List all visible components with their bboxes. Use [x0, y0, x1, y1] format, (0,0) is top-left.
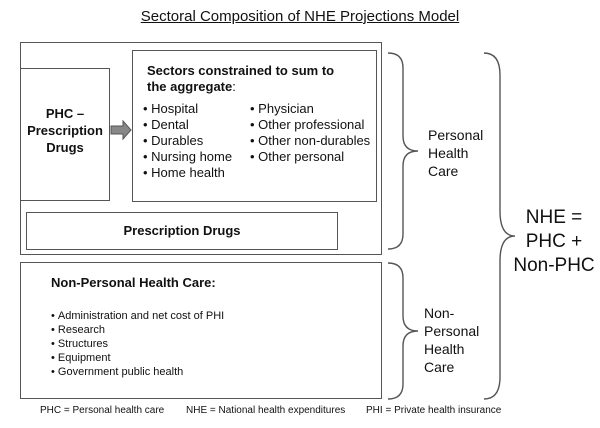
nhe-equation-label: NHE = PHC + Non-PHC: [512, 206, 596, 278]
phc-prescription-drugs-label: PHC – Prescription Drugs: [21, 105, 109, 156]
phc-rx-line-1: PHC –: [45, 106, 85, 121]
list-item: Government public health: [51, 365, 224, 379]
constrained-sectors-box: Sectors constrained to sum to the aggreg…: [132, 50, 377, 202]
personal-label-line-2: Health: [428, 145, 469, 161]
list-item: Hospital: [143, 101, 232, 117]
personal-health-care-label: Personal Health Care: [428, 126, 483, 180]
nhe-label-line-2: PHC +: [525, 231, 583, 252]
diagram-title: Sectoral Composition of NHE Projections …: [140, 8, 460, 25]
list-item: Dental: [143, 117, 232, 133]
constrained-heading-colon: :: [232, 79, 236, 94]
constrained-heading: Sectors constrained to sum to the aggreg…: [147, 63, 347, 95]
right-sector-list: Physician Other professional Other non-d…: [250, 101, 370, 165]
right-arrow-icon: [110, 119, 132, 141]
footnote-phi: PHI = Private health insurance: [366, 405, 502, 416]
non-personal-list: Administration and net cost of PHI Resea…: [51, 309, 224, 379]
left-sector-list: Hospital Dental Durables Nursing home Ho…: [143, 101, 232, 181]
non-personal-label-line-1: Non-: [424, 305, 455, 321]
nhe-brace-icon: [483, 52, 516, 400]
list-item: Other non-durables: [250, 133, 370, 149]
list-item: Equipment: [51, 351, 224, 365]
personal-brace-icon: [387, 52, 419, 250]
list-item: Nursing home: [143, 149, 232, 165]
non-personal-label-line-3: Health: [424, 341, 465, 357]
non-personal-health-care-label: Non- Personal Health Care: [424, 304, 479, 376]
phc-prescription-drugs-box: PHC – Prescription Drugs: [20, 68, 110, 201]
nhe-label-line-1: NHE =: [525, 207, 583, 228]
list-item: Other professional: [250, 117, 370, 133]
non-personal-brace-icon: [387, 262, 419, 400]
list-item: Research: [51, 323, 224, 337]
list-item: Durables: [143, 133, 232, 149]
phc-rx-line-3: Drugs: [46, 140, 84, 155]
prescription-drugs-label: Prescription Drugs: [123, 223, 241, 238]
nhe-label-line-3: Non-PHC: [513, 255, 595, 276]
list-item: Administration and net cost of PHI: [51, 309, 224, 323]
list-item: Other personal: [250, 149, 370, 165]
prescription-drugs-box: Prescription Drugs: [26, 212, 338, 250]
footnote-phc: PHC = Personal health care: [40, 405, 165, 416]
non-personal-heading: Non-Personal Health Care:: [51, 275, 216, 290]
personal-label-line-3: Care: [428, 163, 459, 179]
constrained-heading-text: Sectors constrained to sum to the aggreg…: [147, 63, 335, 94]
non-personal-label-line-2: Personal: [424, 323, 480, 339]
non-personal-label-line-4: Care: [424, 359, 455, 375]
list-item: Home health: [143, 165, 232, 181]
non-personal-health-care-box: Non-Personal Health Care: Administration…: [20, 262, 382, 399]
phc-rx-line-2: Prescription: [27, 123, 103, 138]
footnote-nhe: NHE = National health expenditures: [186, 405, 346, 416]
personal-label-line-1: Personal: [428, 127, 484, 143]
list-item: Physician: [250, 101, 370, 117]
list-item: Structures: [51, 337, 224, 351]
